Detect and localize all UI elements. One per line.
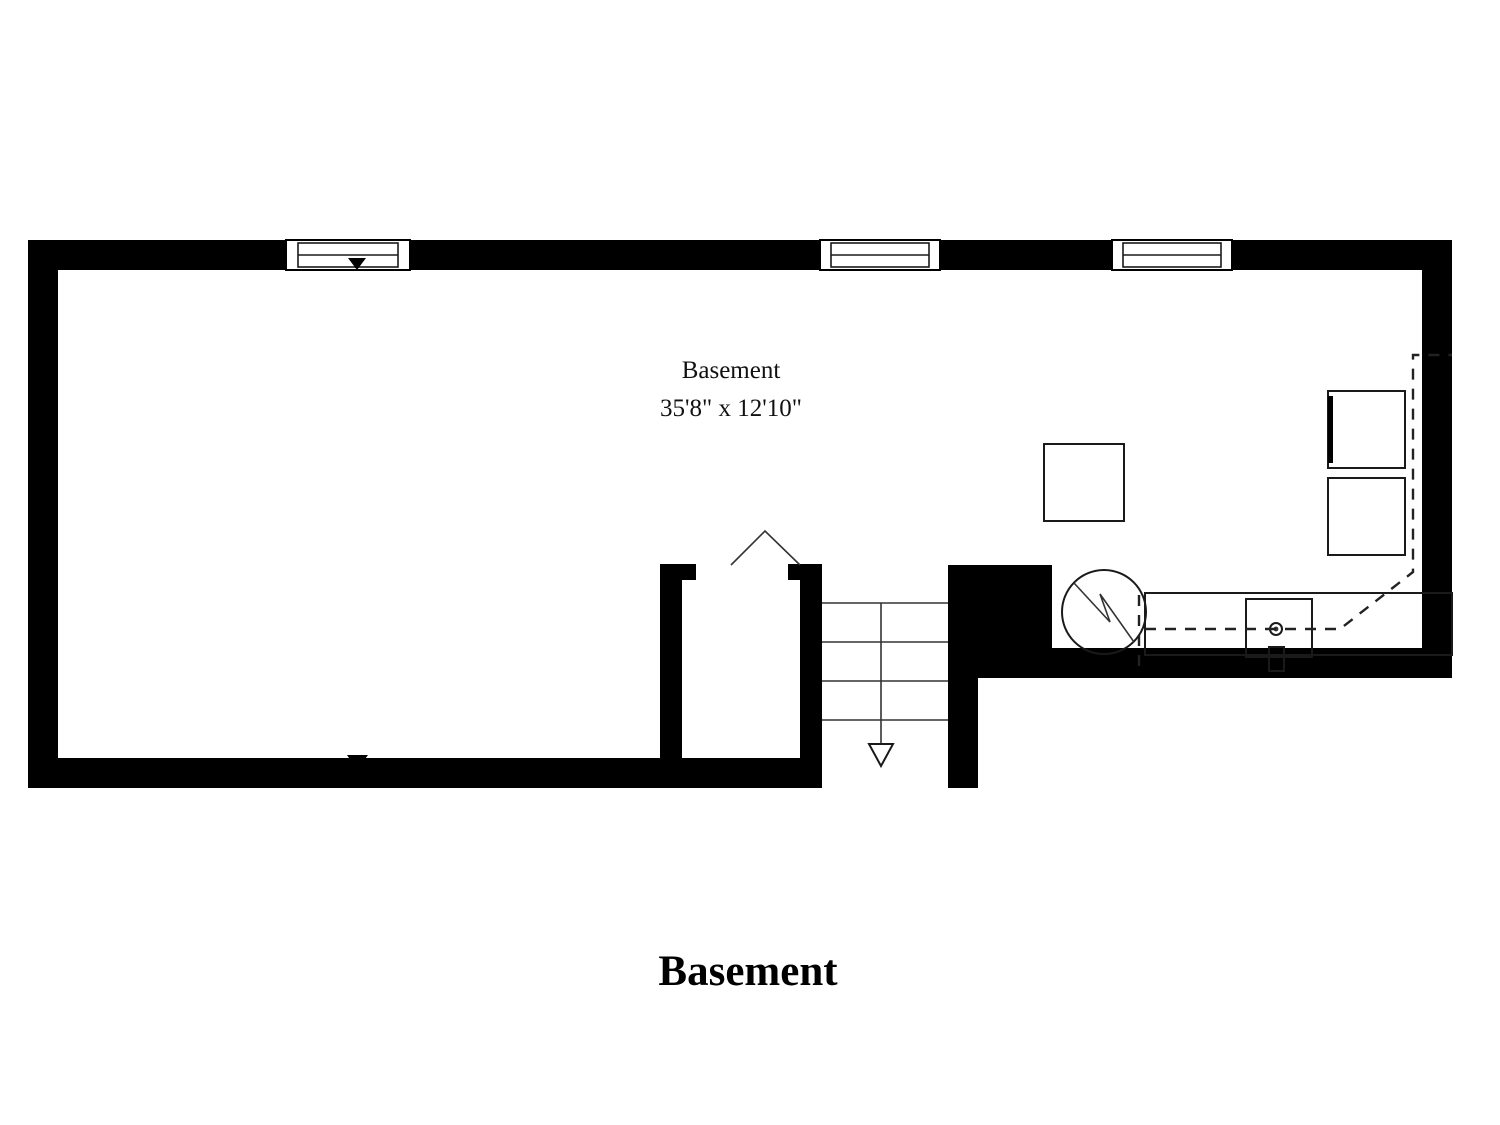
double-door-swing-icon — [730, 529, 801, 566]
closet-jamb-right — [788, 564, 822, 580]
wall-right — [1422, 240, 1452, 678]
sink-faucet-icon — [1268, 646, 1285, 672]
window-top-right — [1111, 239, 1233, 271]
plan-title: Basement — [658, 948, 838, 995]
wall-bottom-right — [1052, 648, 1452, 678]
stair-direction-arrow-icon — [867, 743, 895, 769]
closet-wall-left — [660, 564, 682, 778]
wall-top — [28, 240, 1452, 270]
stairs-down — [822, 600, 948, 788]
counter-body — [1144, 592, 1453, 656]
view-marker-right — [1438, 408, 1452, 428]
closet-jamb-left — [660, 564, 696, 580]
window-top-left — [285, 239, 411, 271]
washer — [1327, 390, 1406, 469]
closet-interior — [682, 580, 800, 758]
closet-wall-right — [800, 564, 822, 778]
utility-dashed-line-main — [1145, 353, 1452, 631]
wall-left — [28, 240, 58, 778]
column-or-post — [1043, 443, 1125, 522]
wall-bottom-left — [28, 758, 843, 788]
wall-stair-right — [948, 565, 978, 778]
closet — [660, 529, 822, 778]
washer-door-edge — [1328, 396, 1333, 463]
room-dimensions-basement: 35'8" x 12'10" — [660, 395, 802, 422]
dryer-body — [1327, 477, 1406, 556]
view-marker-window-left — [348, 258, 366, 270]
window-top-center — [819, 239, 941, 271]
view-marker-bottom — [347, 755, 368, 770]
lightning-bolt-icon — [1073, 582, 1135, 643]
room-label-basement: Basement — [682, 357, 781, 384]
view-marker-left — [46, 408, 58, 428]
